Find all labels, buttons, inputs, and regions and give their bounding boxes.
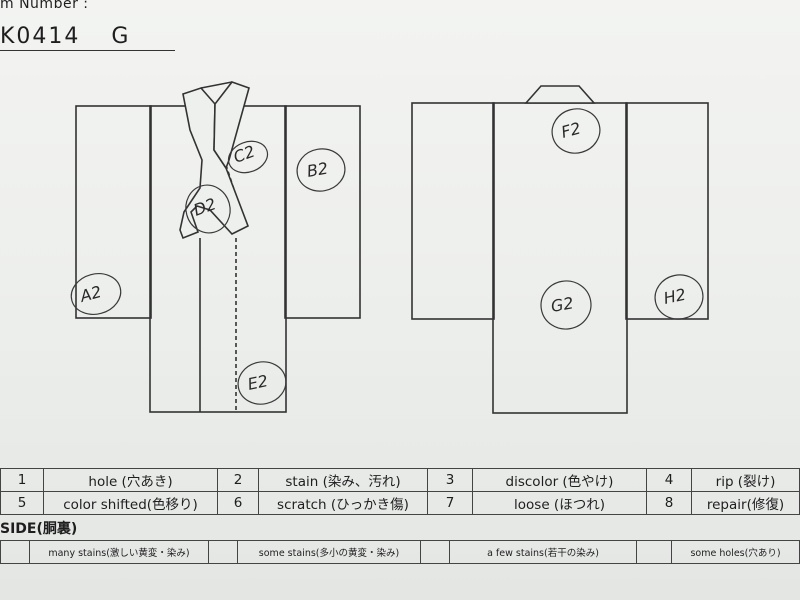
inside-checkbox-cell xyxy=(0,540,30,564)
legend-label: stain (染み、汚れ) xyxy=(258,468,428,492)
back-view xyxy=(411,85,709,414)
legend-label: repair(修復) xyxy=(691,491,800,515)
inside-checkbox-cell xyxy=(636,540,672,564)
inside-option: many stains(激しい黄変・染み) xyxy=(29,540,209,564)
front-right-sleeve xyxy=(284,105,361,319)
garment-diagram: A2 B2 C2 D2 E2 F2 G2 H2 xyxy=(70,81,709,414)
defect-mark-labels: A2 B2 C2 D2 E2 F2 G2 H2 xyxy=(77,118,687,393)
mark-D2-circle xyxy=(185,184,231,234)
legend-num: 5 xyxy=(0,491,44,515)
legend-label: rip (裂け) xyxy=(691,468,800,492)
legend-num: 8 xyxy=(646,491,692,515)
back-body xyxy=(492,102,628,414)
inside-lining-table: many stains(激しい黄変・染み) some stains(多小の黄変・… xyxy=(0,540,800,564)
collar-top xyxy=(200,81,233,89)
back-left-sleeve xyxy=(411,102,495,320)
legend-num: 6 xyxy=(217,491,259,515)
item-code: K0414 xyxy=(0,24,81,49)
grade-letter: G xyxy=(111,24,131,49)
legend-label: scratch (ひっかき傷) xyxy=(258,491,428,515)
back-right-sleeve xyxy=(625,102,709,320)
legend-num: 2 xyxy=(217,468,259,492)
legend-row: 1 hole (穴あき) 2 stain (染み、汚れ) 3 discolor … xyxy=(0,468,800,492)
legend-row: 5 color shifted(色移り) 6 scratch (ひっかき傷) 7… xyxy=(0,491,800,515)
mark-B2-label: B2 xyxy=(305,159,329,181)
header-underline xyxy=(0,50,175,51)
inside-checkbox-cell xyxy=(420,540,450,564)
defect-legend-table: 1 hole (穴あき) 2 stain (染み、汚れ) 3 discolor … xyxy=(0,468,800,515)
item-number-label: m Number : xyxy=(0,0,89,12)
mark-C2-label: C2 xyxy=(231,142,258,167)
legend-label: loose (ほつれ) xyxy=(472,491,647,515)
mark-F2-circle xyxy=(551,108,601,154)
mark-A2-circle xyxy=(70,273,122,315)
inside-row: many stains(激しい黄変・染み) some stains(多小の黄変・… xyxy=(0,540,800,564)
legend-label: discolor (色やけ) xyxy=(472,468,647,492)
inside-option: a few stains(若干の染み) xyxy=(449,540,637,564)
mark-E2-label: E2 xyxy=(246,371,270,394)
legend-num: 1 xyxy=(0,468,44,492)
legend-label: color shifted(色移り) xyxy=(43,491,218,515)
back-collar xyxy=(524,85,596,104)
mark-H2-circle xyxy=(654,274,704,320)
inside-option: some stains(多小の黄変・染み) xyxy=(237,540,421,564)
mark-F2-label: F2 xyxy=(559,118,583,141)
legend-num: 7 xyxy=(427,491,473,515)
collar-right xyxy=(213,81,250,170)
defect-mark-circles xyxy=(70,108,704,405)
mark-E2-circle xyxy=(237,361,287,405)
item-number-value: K0414 G xyxy=(0,24,130,49)
legend-label: hole (穴あき) xyxy=(43,468,218,492)
mark-G2-label: G2 xyxy=(549,293,575,316)
front-view xyxy=(75,81,361,413)
legend-num: 4 xyxy=(646,468,692,492)
mark-G2-circle xyxy=(540,280,592,330)
inside-lining-title: SIDE(胴裏) xyxy=(0,521,78,537)
legend-num: 3 xyxy=(427,468,473,492)
mark-B2-circle xyxy=(296,148,346,192)
inside-checkbox-cell xyxy=(208,540,238,564)
mark-H2-label: H2 xyxy=(662,285,688,308)
front-left-sleeve xyxy=(75,105,152,319)
mark-A2-label: A2 xyxy=(77,282,103,306)
mark-C2-circle xyxy=(227,140,269,174)
inside-option: some holes(穴あり) xyxy=(671,540,800,564)
